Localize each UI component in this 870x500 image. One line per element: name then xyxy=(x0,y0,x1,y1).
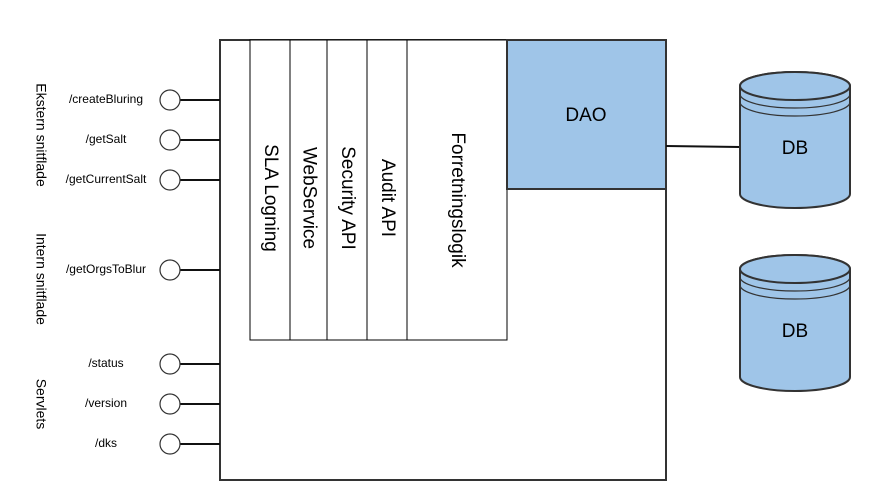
interface-port-icon xyxy=(159,393,181,415)
endpoint-getcurrentsalt[interactable]: /getCurrentSalt xyxy=(66,169,220,191)
interface-port-icon xyxy=(159,89,181,111)
layer-label: SLA Logning xyxy=(260,144,281,252)
interface-port-icon xyxy=(159,259,181,281)
endpoint-label: /version xyxy=(85,396,127,410)
layer-security-api[interactable]: Security API xyxy=(326,39,368,341)
layer-sla-logning[interactable]: SLA Logning xyxy=(249,39,291,341)
database-label: DB xyxy=(782,138,808,159)
database-1[interactable]: DB xyxy=(739,71,851,209)
layer-label: Security API xyxy=(337,146,358,250)
layer-label: WebService xyxy=(298,147,319,249)
group-label-intern-snitflade: Intern snitflade xyxy=(33,233,49,325)
endpoint-label: /status xyxy=(88,356,123,370)
endpoint-label: /getCurrentSalt xyxy=(66,172,147,186)
endpoint-label: /getSalt xyxy=(86,132,127,146)
interface-port-icon xyxy=(159,353,181,375)
dao-label: DAO xyxy=(565,105,606,126)
endpoint-label: /dks xyxy=(95,436,117,450)
layer-label: Forretningslogik xyxy=(447,132,468,268)
interface-port-icon xyxy=(159,433,181,455)
layer-forretningslogik[interactable]: Forretningslogik xyxy=(406,39,508,341)
group-label-servlets: Servlets xyxy=(33,379,49,430)
endpoint-createbluring[interactable]: /createBluring xyxy=(69,89,220,111)
endpoint-getsalt[interactable]: /getSalt xyxy=(86,129,220,151)
endpoint-getorgstoblur[interactable]: /getOrgsToBlur xyxy=(66,259,220,281)
endpoint-label: /createBluring xyxy=(69,92,143,106)
databases: DB DB xyxy=(739,71,851,392)
interface-port-icon xyxy=(159,129,181,151)
endpoint-list: /createBluring/getSalt/getCurrentSalt/ge… xyxy=(66,89,220,455)
layer-audit-api[interactable]: Audit API xyxy=(366,39,408,341)
dao-db-connector xyxy=(665,145,741,148)
endpoint-status[interactable]: /status xyxy=(88,353,220,375)
endpoint-label: /getOrgsToBlur xyxy=(66,262,146,276)
interface-port-icon xyxy=(159,169,181,191)
group-label-ekstern-snitflade: Ekstern snitflade xyxy=(33,83,49,187)
layer-label: Audit API xyxy=(377,159,398,237)
database-label: DB xyxy=(782,321,808,342)
database-2[interactable]: DB xyxy=(739,254,851,392)
dao-box[interactable]: DAO xyxy=(506,39,667,190)
layer-stack: SLA Logning WebService Security API Audit A… xyxy=(249,39,508,341)
endpoint-dks[interactable]: /dks xyxy=(95,433,220,455)
layer-webservice[interactable]: WebService xyxy=(289,39,328,341)
endpoint-version[interactable]: /version xyxy=(85,393,220,415)
